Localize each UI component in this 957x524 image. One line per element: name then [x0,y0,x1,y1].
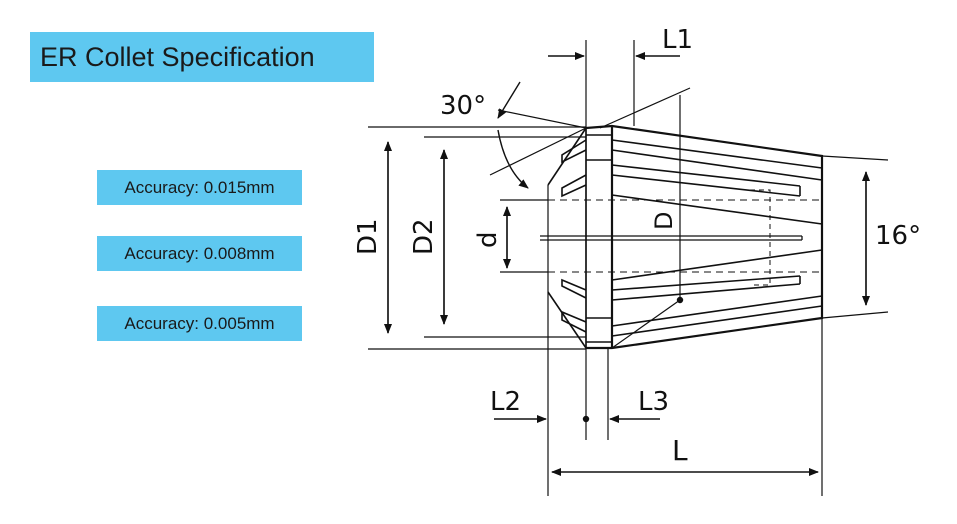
dim-label-l1: L1 [662,25,693,55]
extension-lines [368,40,889,496]
accuracy-label-3: Accuracy: 0.005mm [124,313,275,333]
collet-outline [540,124,824,350]
dim-label-d1: D1 [353,218,383,255]
accuracy-badge-1: Accuracy: 0.015mm [97,170,302,205]
accuracy-label-1: Accuracy: 0.015mm [124,177,275,197]
dim-label-angle-30: 30° [440,91,486,121]
accuracy-label-2: Accuracy: 0.008mm [124,243,275,263]
page-title: ER Collet Specification [40,41,315,72]
dimension-arrows [384,52,870,476]
dim-label-l3: L3 [638,387,669,417]
accuracy-badge-3: Accuracy: 0.005mm [97,306,302,341]
dim-label-l2: L2 [490,387,521,417]
dim-label-small-d: d [473,231,503,248]
dim-label-angle-16: 16° [875,221,921,251]
dim-label-d2: D2 [409,218,439,255]
accuracy-badge-2: Accuracy: 0.008mm [97,236,302,271]
title-banner: ER Collet Specification [30,32,374,82]
dim-label-d: D [650,212,678,230]
dim-label-l: L [672,434,688,467]
